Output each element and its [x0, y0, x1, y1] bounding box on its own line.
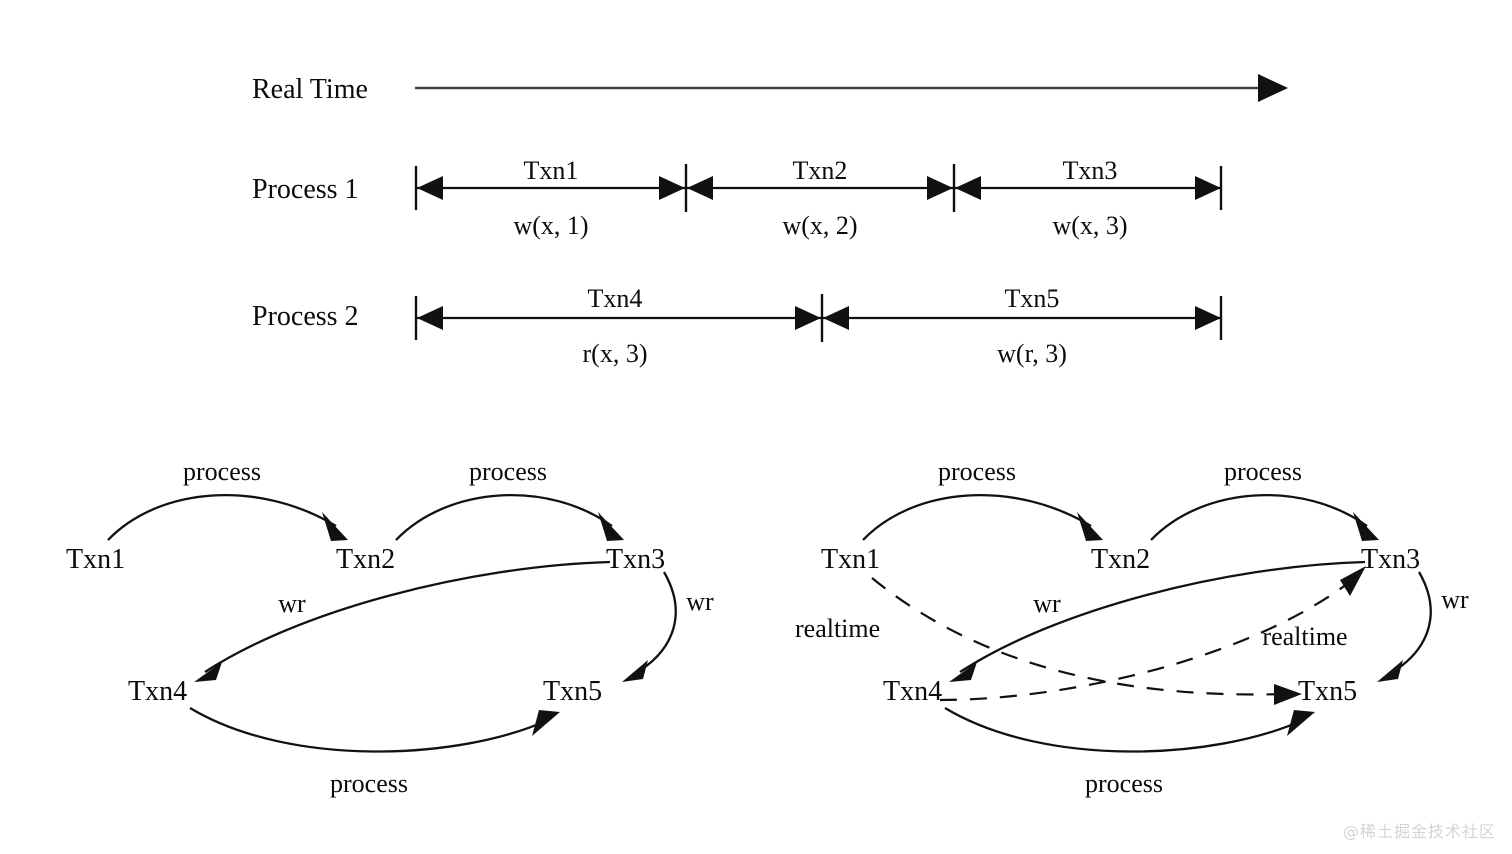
- right-node-txn5: Txn5: [1298, 676, 1357, 707]
- right-node-txn3: Txn3: [1361, 544, 1420, 575]
- right-edge-txn1-txn5-label: realtime: [795, 614, 880, 643]
- left-node-txn3: Txn3: [606, 544, 665, 575]
- process-1-segment-2-op: w(x, 2): [782, 211, 857, 240]
- process-1-segment-1-op: w(x, 1): [513, 211, 588, 240]
- left-graph: process process wr wr process Txn1 Txn2 …: [66, 457, 714, 798]
- right-edge-txn2-txn3-label: process: [1224, 457, 1302, 486]
- left-edge-txn3-txn4-arrowhead-icon: [194, 662, 222, 682]
- left-edge-txn3-txn5-arrowhead-icon: [622, 660, 648, 682]
- process-1-seg2-arrow-right-icon: [927, 176, 953, 200]
- right-edge-txn3-txn4: [959, 560, 1366, 673]
- process-2-segment-1-op: r(x, 3): [583, 339, 648, 368]
- left-edge-txn1-txn2-arrowhead-icon: [322, 512, 348, 541]
- left-edge-txn3-txn5-label: wr: [686, 587, 714, 616]
- process-1-segment-2-name: Txn2: [793, 156, 848, 185]
- left-node-txn2: Txn2: [336, 544, 395, 575]
- realtime-axis-label: Real Time: [252, 74, 368, 105]
- process-1-seg3-arrow-left-icon: [955, 176, 981, 200]
- process-1-segment-1-name: Txn1: [524, 156, 579, 185]
- right-edge-txn4-txn5: [944, 707, 1304, 753]
- process-2-row: Process 2 Txn4 r(x, 3) Txn5 w(r, 3): [252, 284, 1223, 368]
- process-1-seg3-arrow-right-icon: [1195, 176, 1221, 200]
- watermark: @稀土掘金技术社区: [1342, 822, 1496, 841]
- right-edge-txn1-txn2-label: process: [938, 457, 1016, 486]
- right-edge-txn4-txn5-label: process: [1085, 769, 1163, 798]
- right-edge-txn2-txn3: [1150, 493, 1368, 541]
- right-edge-txn1-txn5-realtime: [871, 577, 1287, 696]
- left-edge-txn1-txn2: [107, 494, 337, 541]
- right-graph: process process wr wr process realtime: [795, 457, 1469, 798]
- right-edge-txn1-txn2-arrowhead-icon: [1077, 512, 1103, 541]
- left-edge-txn4-txn5-arrowhead-icon: [532, 710, 560, 736]
- right-edge-txn3-txn5-arrowhead-icon: [1377, 660, 1403, 682]
- process-1-row: Process 1 Txn1 w(x, 1) Txn2 w(x, 2) Txn3…: [252, 156, 1223, 240]
- process-2-segment-2-op: w(r, 3): [997, 339, 1067, 368]
- process-1-segment-3-name: Txn3: [1063, 156, 1118, 185]
- left-node-txn4: Txn4: [128, 676, 187, 707]
- process-2-segment-1-name: Txn4: [588, 284, 643, 313]
- process-1-title: Process 1: [252, 174, 359, 205]
- realtime-axis-group: Real Time: [252, 74, 1288, 105]
- process-2-seg1-arrow-right-icon: [795, 306, 821, 330]
- right-edge-txn4-txn3-arrowhead-icon: [1340, 566, 1366, 596]
- right-edge-txn3-txn4-arrowhead-icon: [949, 662, 977, 682]
- right-edge-txn1-txn5-arrowhead-icon: [1274, 684, 1302, 705]
- right-edge-txn3-txn5: [1385, 571, 1432, 678]
- right-edge-txn3-txn4-label: wr: [1033, 589, 1061, 618]
- process-2-title: Process 2: [252, 301, 359, 332]
- process-1-segment-3-op: w(x, 3): [1052, 211, 1127, 240]
- left-edge-txn4-txn5: [189, 707, 549, 753]
- right-edge-txn4-txn5-arrowhead-icon: [1287, 710, 1315, 736]
- process-2-seg2-arrow-right-icon: [1195, 306, 1221, 330]
- process-1-seg2-arrow-left-icon: [687, 176, 713, 200]
- left-edge-txn2-txn3: [395, 493, 613, 541]
- left-edge-txn3-txn5: [630, 571, 677, 678]
- process-2-segment-2-name: Txn5: [1005, 284, 1060, 313]
- left-edge-txn4-txn5-label: process: [330, 769, 408, 798]
- left-node-txn5: Txn5: [543, 676, 602, 707]
- right-edge-txn1-txn2: [862, 494, 1092, 541]
- process-1-seg1-arrow-left-icon: [417, 176, 443, 200]
- right-edge-txn4-txn3-realtime: [939, 577, 1356, 702]
- left-edge-txn2-txn3-arrowhead-icon: [598, 512, 624, 541]
- right-node-txn2: Txn2: [1091, 544, 1150, 575]
- right-node-txn1: Txn1: [821, 544, 880, 575]
- process-2-seg2-arrow-left-icon: [823, 306, 849, 330]
- left-node-txn1: Txn1: [66, 544, 125, 575]
- right-edge-txn3-txn5-label: wr: [1441, 585, 1469, 614]
- left-edge-txn3-txn4: [204, 560, 611, 673]
- process-2-seg1-arrow-left-icon: [417, 306, 443, 330]
- left-edge-txn2-txn3-label: process: [469, 457, 547, 486]
- realtime-arrowhead-icon: [1258, 74, 1288, 102]
- right-edge-txn4-txn3-label: realtime: [1262, 622, 1347, 651]
- process-1-seg1-arrow-right-icon: [659, 176, 685, 200]
- left-edge-txn1-txn2-label: process: [183, 457, 261, 486]
- right-node-txn4: Txn4: [883, 676, 942, 707]
- left-edge-txn3-txn4-label: wr: [278, 589, 306, 618]
- right-edge-txn2-txn3-arrowhead-icon: [1353, 512, 1379, 541]
